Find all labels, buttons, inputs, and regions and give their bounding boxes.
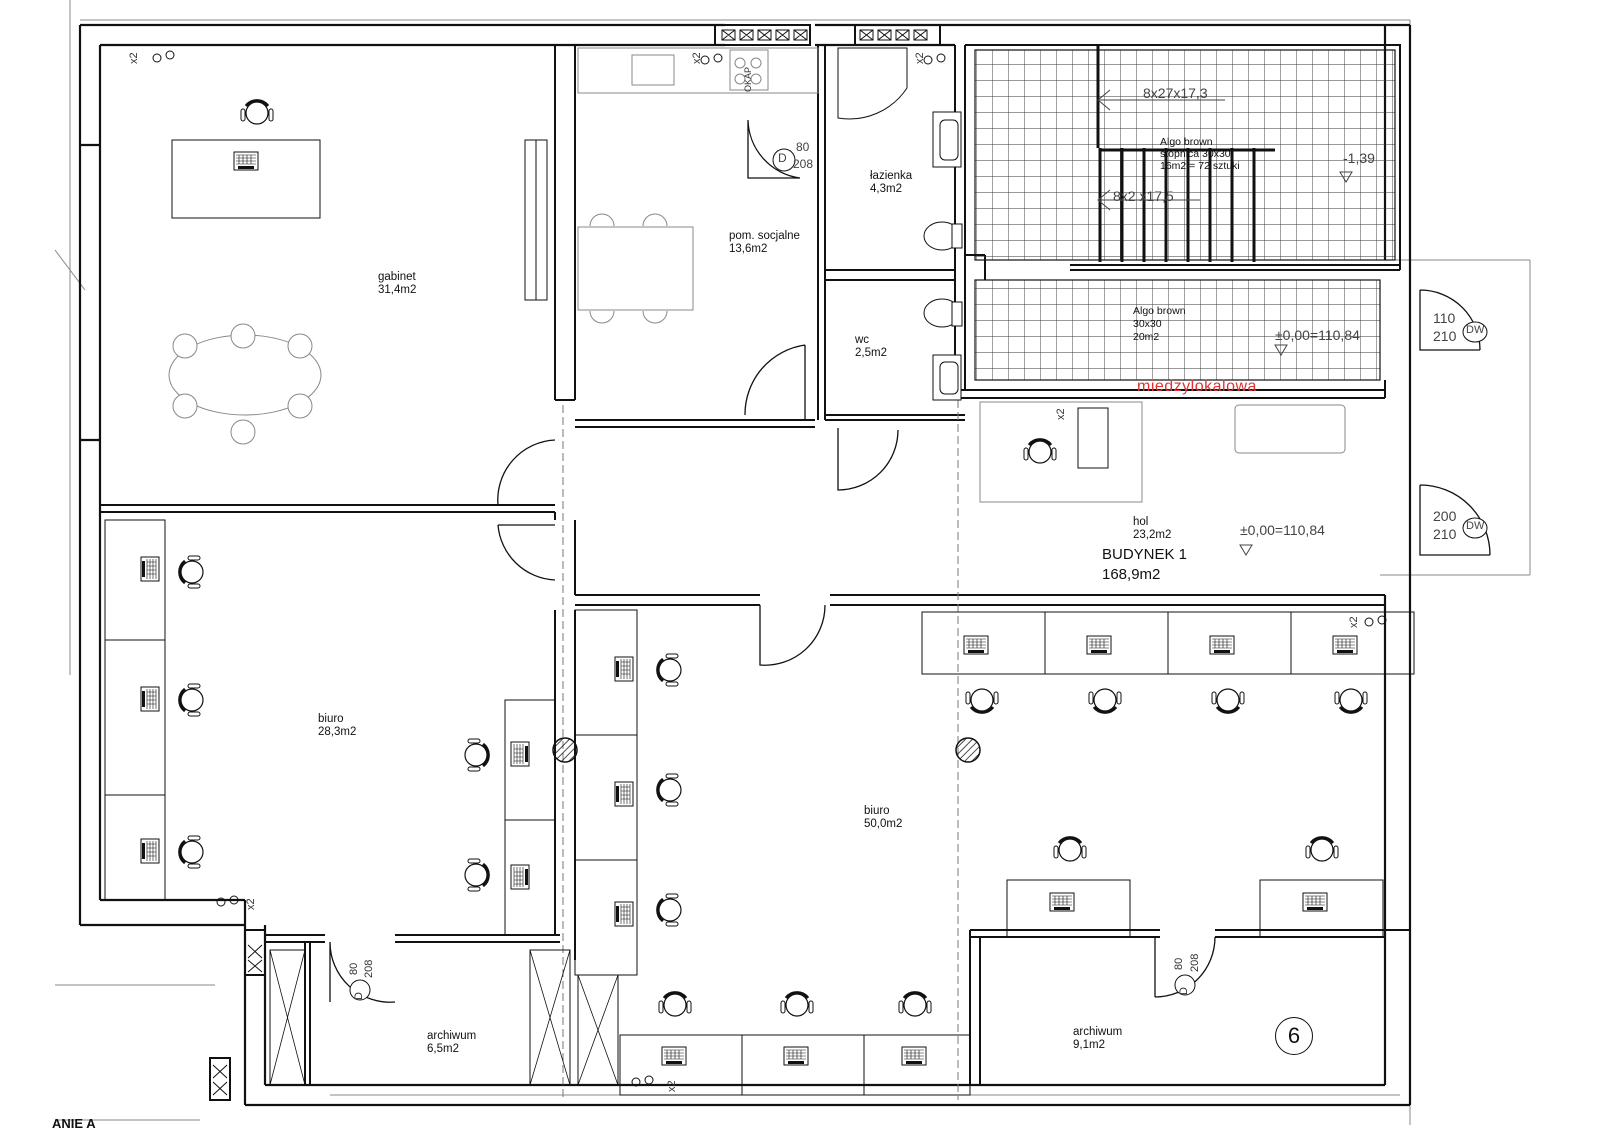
stairs-finish-1: Algo brown (1160, 136, 1213, 148)
room-gabinet-area: 31,4m2 (378, 284, 417, 296)
room-lazienka-name: łazienka (870, 170, 913, 182)
landing-finish-3: 20m2 (1133, 331, 1160, 343)
landing-finish-2: 30x30 (1133, 318, 1162, 330)
door-dw1-type: DW (1466, 324, 1485, 336)
room-socjalne-area: 13,6m2 (729, 243, 768, 255)
room-biuro-main-area: 50,0m2 (864, 818, 903, 830)
door-dw1-width: 110 (1433, 310, 1456, 326)
room-wc-name: wc (855, 334, 870, 346)
building-area: 168,9m2 (1102, 566, 1161, 583)
stairs-level: -1,39 (1343, 150, 1375, 166)
room-lazienka-area: 4,3m2 (870, 183, 902, 195)
door-d1-height: 208 (793, 157, 814, 171)
door-dw2-height: 210 (1433, 526, 1457, 542)
stairs-finish-3: 16m2 = 72 sztuki (1160, 160, 1240, 172)
socket-mark: x2 (666, 1080, 678, 1092)
door-dw2-type: DW (1466, 520, 1485, 532)
door-dw1-height: 210 (1433, 328, 1457, 344)
hol-level: ±0,00=110,84 (1240, 522, 1325, 538)
landing-level: ±0,00=110,84 (1275, 327, 1360, 343)
room-wc-area: 2,5m2 (855, 347, 887, 359)
door-d3-width: 80 (1173, 957, 1185, 970)
door-d3-height: 208 (1189, 953, 1201, 972)
door-d1-type: D (778, 151, 787, 165)
socket-mark: x2 (1348, 616, 1360, 628)
door-d2-type: D (353, 992, 365, 1000)
door-d2-width: 80 (348, 962, 360, 975)
landing-finish-1: Algo brown (1133, 305, 1186, 317)
stairs-finish-2: stopnica 30x30 (1160, 148, 1231, 160)
socket-mark: x2 (245, 898, 257, 910)
door-d1-width: 80 (796, 140, 810, 154)
room-biuro-main-name: biuro (864, 805, 890, 817)
room-archiwum-right-area: 9,1m2 (1073, 1039, 1105, 1051)
socket-mark: x2 (914, 52, 926, 64)
stairs-upper-dim: 8x27x17,3 (1143, 85, 1208, 101)
room-biuro-left-area: 28,3m2 (318, 726, 357, 738)
section-number: 6 (1275, 1017, 1313, 1055)
room-hol-name: hol (1133, 516, 1149, 528)
room-archiwum-right-name: archiwum (1073, 1026, 1123, 1038)
door-d3-type: D (1178, 987, 1190, 995)
socket-mark: x2 (1055, 408, 1067, 420)
socket-mark: x2 (128, 52, 140, 64)
corner-text: ANIE A (52, 1116, 96, 1131)
room-archiwum-left-area: 6,5m2 (427, 1043, 459, 1055)
room-gabinet-name: gabinet (378, 271, 416, 283)
socket-mark: x2 (691, 52, 703, 64)
stairs-lower-dim: 8x2 x17,5 (1113, 188, 1174, 204)
room-archiwum-left-name: archiwum (427, 1030, 477, 1042)
party-wall-label: miedzylokalowa (1137, 378, 1257, 395)
room-socjalne-name: pom. socjalne (729, 230, 800, 242)
building-name: BUDYNEK 1 (1102, 546, 1188, 563)
room-biuro-left-name: biuro (318, 713, 344, 725)
room-hol-area: 23,2m2 (1133, 529, 1172, 541)
door-d2-height: 208 (363, 959, 375, 978)
door-dw2-width: 200 (1433, 508, 1457, 524)
hood-label: OKAP (743, 66, 753, 92)
